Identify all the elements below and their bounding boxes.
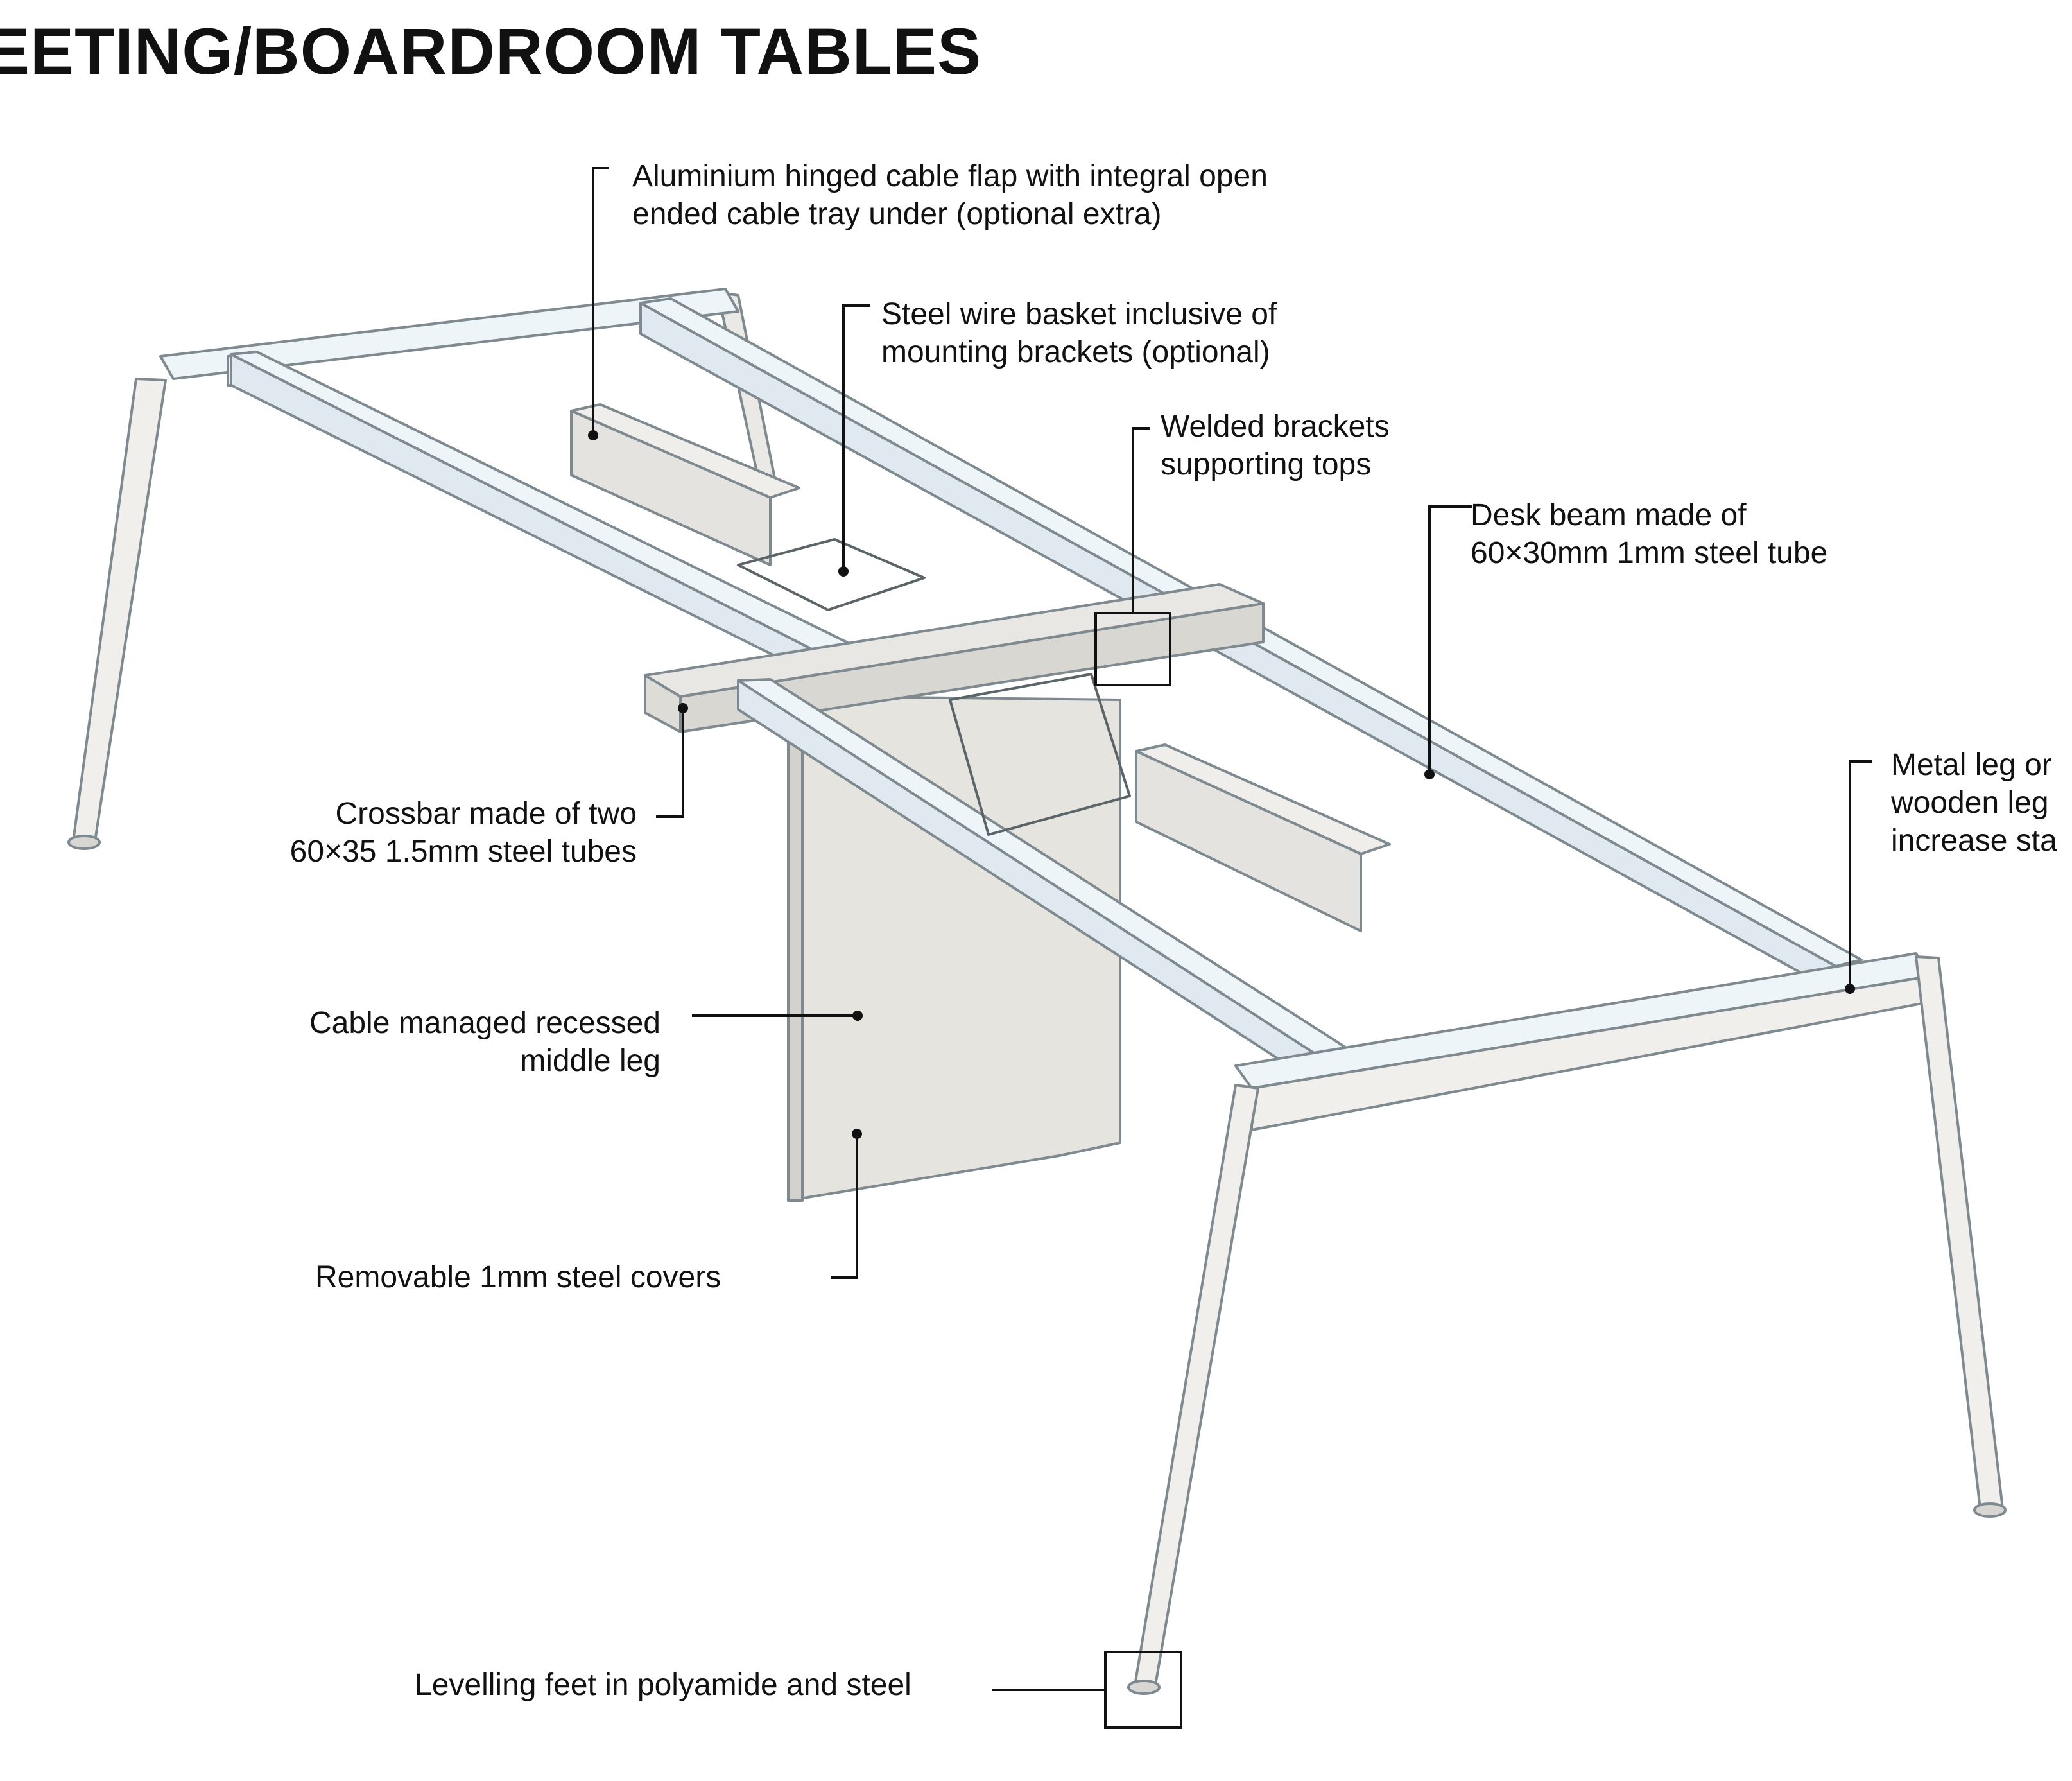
callout-levelling-feet: Levelling feet in polyamide and steel (415, 1668, 911, 1702)
page-title: EETING/BOARDROOM TABLES (0, 15, 982, 88)
left-foot (67, 835, 101, 850)
leader-metal-leg (1849, 760, 1872, 989)
front-right-leg (1915, 955, 2004, 1510)
callout-crossbar: Crossbar made of two 60×35 1.5mm steel t… (289, 797, 637, 869)
wire-basket-front (949, 673, 1131, 836)
leader-wire-basket (842, 304, 870, 571)
callout-desk-beam: Desk beam made of 60×30mm 1mm steel tube (1471, 498, 1828, 570)
dot-desk-beam (1424, 769, 1435, 779)
front-left-leg (1134, 1084, 1259, 1687)
front-right-foot (1973, 1502, 2007, 1518)
leader-welded-brackets (1132, 427, 1150, 613)
callout-cable-flap: Aluminium hinged cable flap with integra… (632, 159, 1268, 231)
left-leg (72, 378, 167, 842)
cable-tray-front-side (1135, 750, 1362, 932)
dot-steel-covers (852, 1129, 862, 1139)
dot-cable-flap (588, 430, 598, 440)
callout-wire-basket: Steel wire basket inclusive of mounting … (881, 297, 1277, 369)
dot-wire-basket (838, 566, 849, 577)
leader-crossbar (656, 708, 684, 818)
leader-steel-covers (831, 1134, 858, 1279)
highlight-welded-brackets (1094, 612, 1171, 686)
leader-desk-beam (1428, 505, 1472, 774)
dot-metal-leg (1845, 984, 1855, 994)
dot-middle-leg (852, 1011, 863, 1021)
leader-cable-flap (592, 167, 609, 435)
callout-middle-leg: Cable managed recessed middle leg (309, 1006, 660, 1078)
crossbar-side (679, 602, 1265, 733)
callout-steel-covers: Removable 1mm steel covers (315, 1260, 721, 1294)
dot-crossbar (678, 703, 688, 713)
middle-leg-edge (787, 705, 804, 1202)
callout-metal-leg: Metal leg or wooden leg increase sta (1891, 748, 2057, 858)
highlight-levelling-feet (1104, 1651, 1182, 1729)
wire-basket-back (737, 538, 926, 611)
cable-tray-back-side (570, 410, 772, 566)
front-left-foot (1127, 1680, 1161, 1695)
callout-welded-brackets: Welded brackets supporting tops (1161, 410, 1390, 482)
